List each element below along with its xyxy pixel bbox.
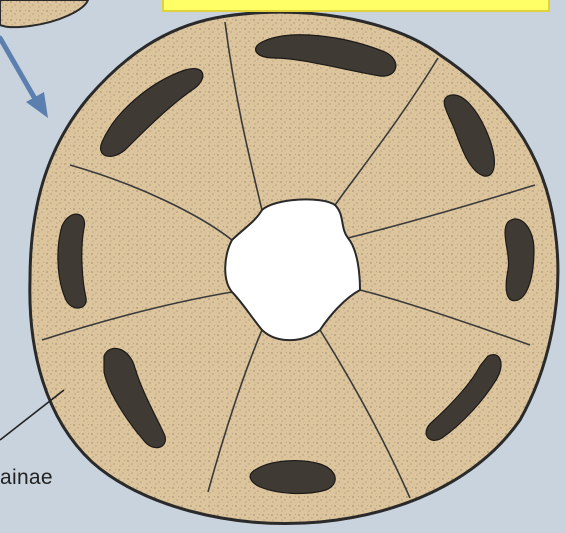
label-leader-line [0,390,64,440]
arrow-icon [0,38,48,118]
upper-left-fragment [0,0,88,27]
figure-label: ainae [0,466,53,490]
highlight-box [162,0,550,12]
nucleus-bottom [250,461,335,494]
